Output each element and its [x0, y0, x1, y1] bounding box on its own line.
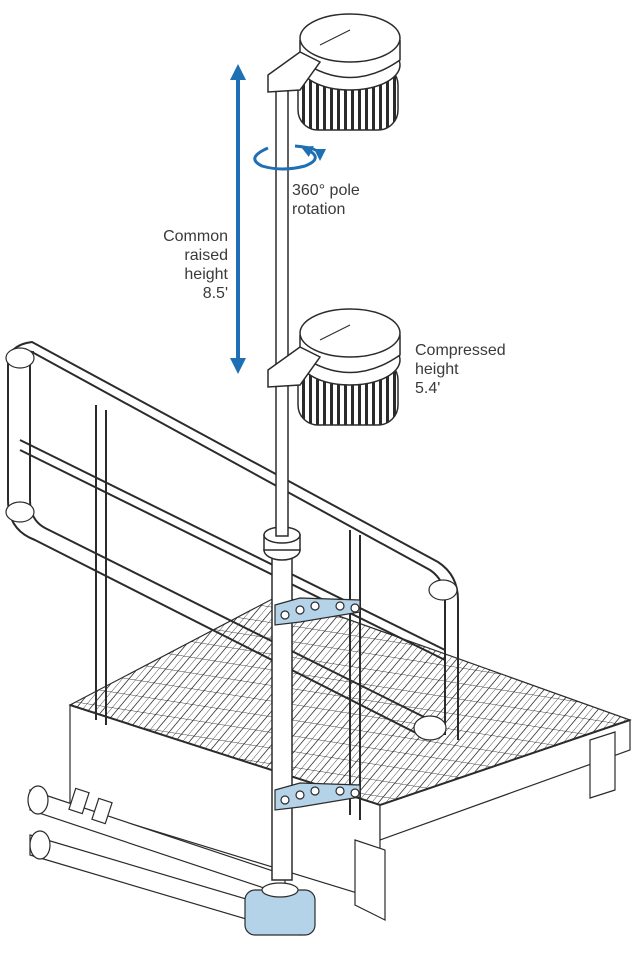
pole-upper-section [275, 79, 289, 537]
conduit-end-cap-lower [29, 830, 51, 860]
compressed-height-line: 5.4' [415, 380, 441, 397]
mounting-brackets [244, 597, 361, 936]
platform-support-leg-right [589, 731, 616, 799]
compressed-height-line: height [415, 361, 459, 378]
lower-luminaire [267, 308, 401, 426]
pole-lower-section [271, 549, 293, 881]
pole-rotation-line: rotation [292, 201, 346, 218]
raised-height-line: Common [163, 228, 228, 245]
luminaire-cap [299, 308, 401, 358]
platform-edge [69, 704, 631, 807]
pole-rotation-label: 360° pole rotation [292, 181, 360, 219]
luminaire-arm [267, 346, 322, 388]
rotation-arrow-icon [253, 144, 326, 171]
platform-support-leg [354, 839, 386, 921]
pole-rotation-line: 360° pole [292, 182, 360, 199]
conduit-end-cap [27, 785, 49, 815]
upper-luminaire [267, 13, 401, 131]
raised-height-line: 8.5' [202, 285, 228, 302]
luminaire-arm [267, 51, 322, 93]
handrail-corners [5, 347, 458, 741]
compressed-height-label: Compressed height 5.4' [415, 341, 506, 398]
compressed-height-line: Compressed [415, 342, 506, 359]
raised-height-line: height [184, 266, 228, 283]
conduit-clamp [68, 787, 90, 815]
luminaire-cap [299, 13, 401, 63]
raised-height-label: Common raised height 8.5' [163, 227, 228, 303]
raised-height-line: raised [184, 247, 228, 264]
conduit-clamp [91, 797, 113, 825]
